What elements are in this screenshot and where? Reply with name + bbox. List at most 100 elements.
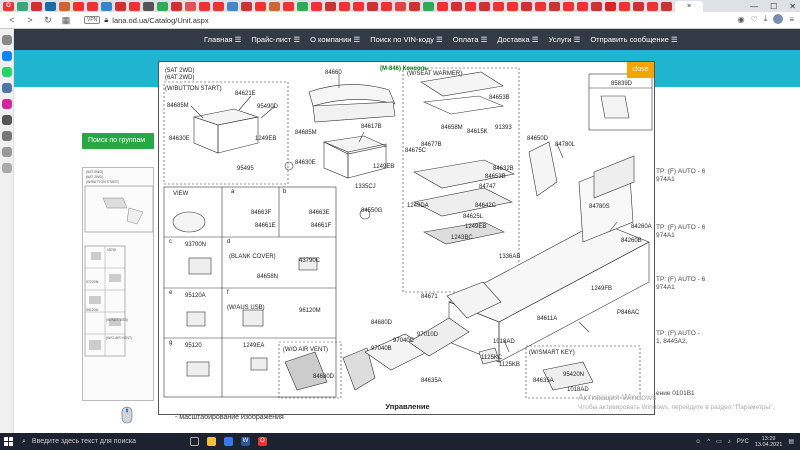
tab-favicon-icon[interactable] xyxy=(143,1,154,11)
tab-close-icon[interactable]: × xyxy=(686,2,692,10)
tab-favicon-icon[interactable] xyxy=(17,1,28,11)
nav-price-list[interactable]: Прайс-лист ☰ xyxy=(251,35,301,44)
tab-favicon-icon[interactable] xyxy=(339,1,350,11)
part-number[interactable]: 1335CJ xyxy=(355,184,376,190)
download-icon[interactable]: ⤓ xyxy=(763,14,768,23)
url-text[interactable]: lana.od.ua/Catalog/Unit.aspx xyxy=(112,15,209,25)
chevron-up-icon[interactable]: ^ xyxy=(707,438,711,445)
tab-favicon-icon[interactable] xyxy=(381,1,392,11)
part-number[interactable]: 95490D xyxy=(257,104,279,110)
tab-favicon-icon[interactable] xyxy=(227,1,238,11)
part-number[interactable]: 84625L xyxy=(463,214,484,220)
opera-taskbar-icon[interactable]: O xyxy=(258,437,267,446)
part-number[interactable]: 95120 xyxy=(185,343,202,349)
part-number[interactable]: 84677B xyxy=(421,142,442,148)
part-number[interactable]: 84658N xyxy=(257,274,278,280)
tab-favicon-icon[interactable] xyxy=(297,1,308,11)
tab-favicon-icon[interactable] xyxy=(31,1,42,11)
nav-services[interactable]: Услуги ☰ xyxy=(548,35,581,44)
tab-favicon-icon[interactable] xyxy=(521,1,532,11)
part-number[interactable]: 1336AB xyxy=(499,254,520,260)
part-number[interactable]: 84630E xyxy=(295,160,316,166)
tab-favicon-icon[interactable] xyxy=(185,1,196,11)
tab-favicon-icon[interactable] xyxy=(647,1,658,11)
nav-send-message[interactable]: Отправить сообщение ☰ xyxy=(590,35,678,44)
clock[interactable]: 13:29 13.04.2021 xyxy=(754,435,783,448)
tab-favicon-icon[interactable] xyxy=(73,1,84,11)
part-number[interactable]: 91393 xyxy=(495,125,512,131)
part-number[interactable]: 84550G xyxy=(361,208,383,214)
tab-favicon-icon[interactable] xyxy=(549,1,560,11)
back-icon[interactable]: < xyxy=(9,15,15,25)
part-number[interactable]: 1249DA xyxy=(407,203,429,209)
opera-menu-icon[interactable]: O xyxy=(3,1,14,11)
part-number[interactable]: 84632B xyxy=(493,166,514,172)
part-number[interactable]: 84660 xyxy=(325,70,342,76)
maximize-icon[interactable]: ☐ xyxy=(770,1,778,11)
bookmark-heart-icon[interactable]: ♡ xyxy=(750,14,758,24)
tab-favicon-icon[interactable] xyxy=(283,1,294,11)
windows-start-icon[interactable] xyxy=(4,436,14,447)
snapshot-icon[interactable] xyxy=(1,147,12,157)
tab-favicon-icon[interactable] xyxy=(241,1,252,11)
tab-favicon-icon[interactable] xyxy=(633,1,644,11)
task-view-icon[interactable] xyxy=(190,437,199,446)
tab-favicon-icon[interactable] xyxy=(591,1,602,11)
avatar[interactable] xyxy=(773,14,784,24)
part-number[interactable]: 97040C xyxy=(393,338,415,344)
file-explorer-icon[interactable] xyxy=(207,437,216,446)
home-icon[interactable] xyxy=(1,35,12,45)
part-number[interactable]: 95495 xyxy=(237,166,254,172)
part-number[interactable]: 85839D xyxy=(611,81,633,87)
store-icon[interactable] xyxy=(224,437,233,446)
parts-diagram[interactable]: (M-846) Консоль (5AT 2WD) (6AT 2WD) (W/B… xyxy=(159,62,655,400)
part-number[interactable]: 1125KB xyxy=(499,362,520,368)
tab-favicon-icon[interactable] xyxy=(661,1,672,11)
reload-icon[interactable]: ↻ xyxy=(44,14,52,25)
url-field[interactable]: VPN 🔒︎ lana.od.ua/Catalog/Unit.aspx xyxy=(84,15,209,25)
tab-favicon-icon[interactable] xyxy=(605,1,616,11)
tab-favicon-icon[interactable] xyxy=(87,1,98,11)
part-number[interactable]: 43790C xyxy=(299,258,321,264)
tab-favicon-icon[interactable] xyxy=(311,1,322,11)
part-number[interactable]: 1125KC xyxy=(481,355,503,361)
tab-favicon-icon[interactable] xyxy=(255,1,266,11)
tab-favicon-icon[interactable] xyxy=(353,1,364,11)
tab-favicon-icon[interactable] xyxy=(199,1,210,11)
part-number[interactable]: 84615K xyxy=(467,129,488,135)
part-number[interactable]: 84658M xyxy=(441,125,463,131)
diagram-ref-link[interactable]: (M-846) Консоль xyxy=(380,66,428,72)
part-number[interactable]: 84661F xyxy=(311,223,332,229)
tab-favicon-icon[interactable] xyxy=(213,1,224,11)
tab-favicon-icon[interactable] xyxy=(619,1,630,11)
messenger-icon[interactable] xyxy=(1,51,12,61)
part-number[interactable]: 84642C xyxy=(475,203,497,209)
part-number[interactable]: 96120M xyxy=(299,308,321,314)
part-number[interactable]: 1249EB xyxy=(465,224,486,230)
tab-favicon-icon[interactable] xyxy=(171,1,182,11)
part-number[interactable]: 84780L xyxy=(555,142,576,148)
part-number[interactable]: 84661E xyxy=(255,223,276,229)
nav-home[interactable]: Главная ☰ xyxy=(204,35,242,44)
menu-icon[interactable]: ≡ xyxy=(789,14,794,24)
camera-icon[interactable]: ◉ xyxy=(737,14,745,24)
part-number[interactable]: 95420N xyxy=(563,372,584,378)
close-button[interactable]: close xyxy=(627,62,654,78)
tab-favicon-icon[interactable] xyxy=(59,1,70,11)
part-number[interactable]: 93700N xyxy=(185,242,206,248)
list-item[interactable]: ение 0101В1 xyxy=(656,390,695,397)
taskbar-search[interactable]: ⌕ Введите здесь текст для поиска xyxy=(22,438,182,446)
speed-dial-icon[interactable]: ▦ xyxy=(61,14,71,25)
part-number[interactable]: 84680D xyxy=(371,320,393,326)
part-number[interactable]: 84635A xyxy=(421,378,442,384)
part-number[interactable]: 84663E xyxy=(309,210,330,216)
part-number[interactable]: 1018AD xyxy=(493,339,515,345)
part-number[interactable]: 1249EB xyxy=(255,136,276,142)
nav-vin-search[interactable]: Поиск по VIN-коду ☰ xyxy=(370,35,443,44)
settings-icon[interactable] xyxy=(1,163,12,173)
tab-favicon-icon[interactable] xyxy=(535,1,546,11)
part-number[interactable]: 84635A xyxy=(533,378,554,384)
part-number[interactable]: 84611A xyxy=(537,316,557,322)
